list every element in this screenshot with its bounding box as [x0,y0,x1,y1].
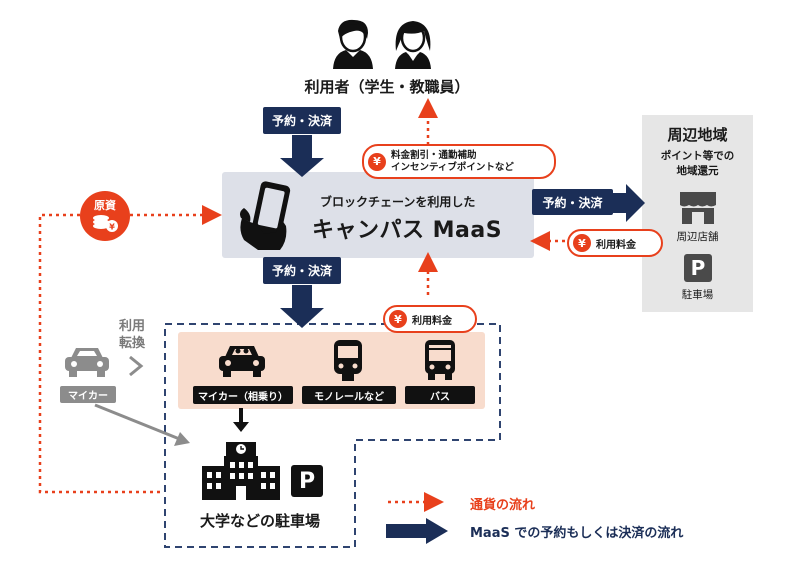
campus-parking-icon: P [291,465,323,497]
bus-icon [425,340,455,380]
parking-label: 駐車場 [681,289,714,301]
smartphone-hand-icon [240,181,291,250]
monorail-icon [334,340,362,381]
mycar-tag: マイカー [60,386,116,403]
legend-maas-label: MaaS での予約もしくは決済の流れ [470,526,684,541]
fee-right-label: 利用料金 [596,239,636,251]
coins-icon: ¥ [93,215,118,232]
region-parking-symbol: P [690,256,706,280]
svg-text:¥: ¥ [109,223,115,232]
discount-line1: 料金割引・通勤補助 [391,149,477,161]
source-circle: 原資 ¥ [80,191,130,241]
carpool-tag: マイカー（相乗り） [193,386,293,404]
pay-label-top: 予約・決済 [263,107,341,134]
female-user-icon [395,21,431,69]
carpool-icon [219,346,265,377]
fee-pill-bottom: ¥ 利用料金 [383,305,477,333]
region-subtitle-2: 地域還元 [676,165,719,177]
grey-arrow-mycar-to-campus [94,403,190,446]
discount-line2: インセンティブポイントなど [391,161,514,173]
bus-tag: バス [405,386,475,404]
maas-title: キャンパス MaaS [312,218,503,243]
switch-line1: 利用 [118,319,145,334]
pay-label-bottom: 予約・決済 [263,257,341,284]
yen-icon: ¥ [573,234,591,252]
navy-arrow-maas-to-region [613,184,645,222]
campus-parking-symbol: P [298,468,316,494]
region-parking-icon: P [684,254,712,282]
switch-chevron [129,355,144,377]
black-arrow-carpool-to-campus [233,408,249,432]
region-title: 周辺地域 [667,126,728,144]
discount-pill: ¥ 料金割引・通勤補助 インセンティブポイントなど [362,144,556,179]
navy-arrow-users-to-maas [280,135,324,177]
male-user-icon [333,19,373,69]
legend-navy-arrow [386,518,448,544]
pay-label-right: 予約・決済 [532,189,613,215]
store-icon [680,192,716,224]
mycar-icon [65,348,109,377]
maas-subtitle: ブロックチェーンを利用した [320,195,476,209]
fee-bottom-label: 利用料金 [412,315,452,327]
source-label: 原資 [94,199,116,212]
yen-icon: ¥ [389,310,407,328]
legend-currency-label: 通貨の流れ [470,498,536,513]
users-title: 利用者（学生・教職員） [304,78,470,96]
store-label: 周辺店舗 [676,231,719,243]
fee-pill-right: ¥ 利用料金 [567,229,663,257]
switch-line2: 転換 [118,336,145,351]
university-building-icon [202,442,280,500]
yen-icon: ¥ [368,152,386,171]
navy-arrow-maas-to-transport [280,285,324,328]
switch-label: 利用 転換 [112,318,152,352]
monorail-tag: モノレールなど [302,386,396,404]
region-subtitle-1: ポイント等での [660,150,735,162]
campus-label: 大学などの駐車場 [199,512,320,530]
